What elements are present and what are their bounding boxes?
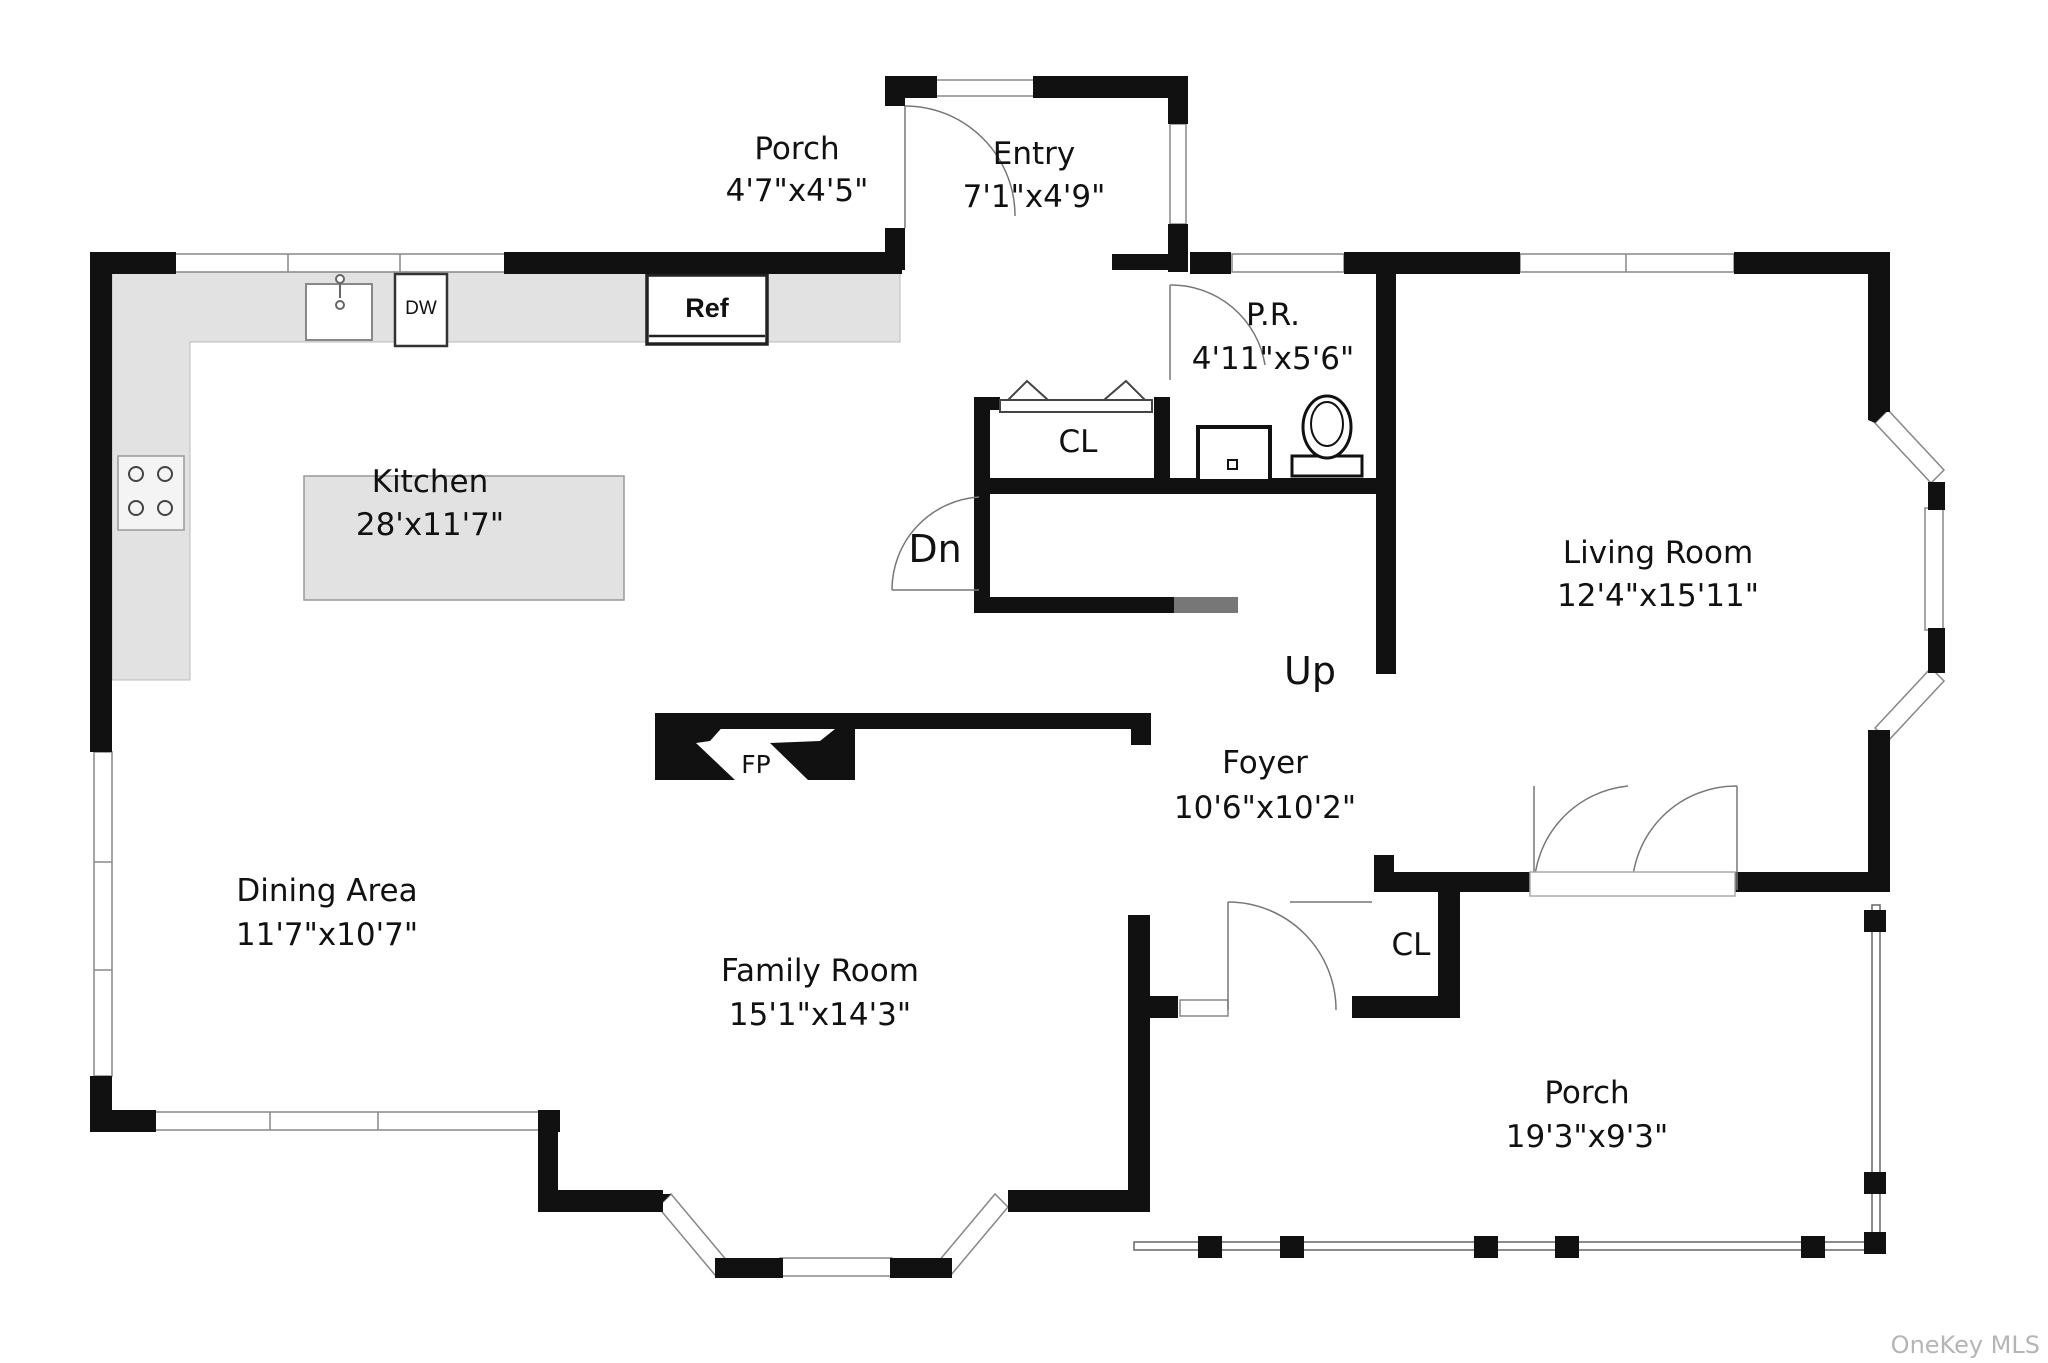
room-name: Entry	[993, 136, 1075, 172]
sink-icon	[305, 274, 373, 341]
room-name: Family Room	[721, 953, 919, 989]
room-size: 11'7"x10'7"	[236, 917, 418, 953]
stairs-up-label: Up	[1284, 649, 1336, 693]
room-name: Foyer	[1222, 745, 1308, 781]
room-label-family-room: Family Room 15'1"x14'3"	[721, 953, 919, 1033]
watermark: OneKey MLS	[1891, 1331, 2040, 1359]
room-name: Kitchen	[372, 464, 489, 500]
room-size: 15'1"x14'3"	[729, 997, 911, 1033]
room-size: 4'11"x5'6"	[1192, 341, 1355, 377]
room-label-powder-room: P.R. 4'11"x5'6"	[1192, 297, 1355, 377]
room-label-kitchen: Kitchen 28'x11'7"	[356, 464, 504, 543]
room-size: 7'1"x4'9"	[963, 179, 1106, 215]
room-name: Porch	[754, 131, 839, 167]
room-name: P.R.	[1246, 297, 1300, 333]
closet-label-lower: CL	[1392, 927, 1432, 963]
stairs-down-label: Dn	[908, 527, 961, 571]
cooktop-icon	[117, 455, 185, 531]
porch-railing	[1133, 904, 1886, 1258]
room-size: 12'4"x15'11"	[1557, 578, 1759, 614]
walls	[90, 76, 1945, 1278]
room-label-entry: Entry 7'1"x4'9"	[963, 136, 1106, 215]
room-label-living-room: Living Room 12'4"x15'11"	[1557, 535, 1759, 614]
room-name: Dining Area	[236, 873, 417, 909]
bifold-doors	[999, 379, 1153, 413]
room-size: 19'3"x9'3"	[1506, 1119, 1669, 1155]
room-label-dining-area: Dining Area 11'7"x10'7"	[236, 873, 418, 953]
refrigerator-label: Ref	[685, 293, 730, 323]
refrigerator-icon: Ref	[645, 273, 769, 346]
room-size: 10'6"x10'2"	[1174, 790, 1356, 826]
room-label-foyer: Foyer 10'6"x10'2"	[1174, 745, 1356, 826]
room-name: Living Room	[1563, 535, 1753, 571]
room-label-porch-small: Porch 4'7"x4'5"	[726, 131, 869, 209]
dishwasher-label: DW	[405, 298, 437, 319]
room-size: 28'x11'7"	[356, 507, 504, 543]
closet-label-upper: CL	[1059, 424, 1099, 460]
dishwasher-icon: DW	[393, 272, 449, 348]
room-name: Porch	[1544, 1075, 1629, 1111]
windows	[93, 79, 1946, 1277]
kitchen-island	[303, 475, 625, 601]
toilet-icon	[1290, 394, 1364, 478]
room-size: 4'7"x4'5"	[726, 173, 869, 209]
fireplace-label: FP	[741, 750, 770, 779]
door-swings	[891, 105, 1738, 1011]
vanity-icon	[1196, 425, 1272, 483]
room-label-porch-large: Porch 19'3"x9'3"	[1506, 1075, 1669, 1155]
